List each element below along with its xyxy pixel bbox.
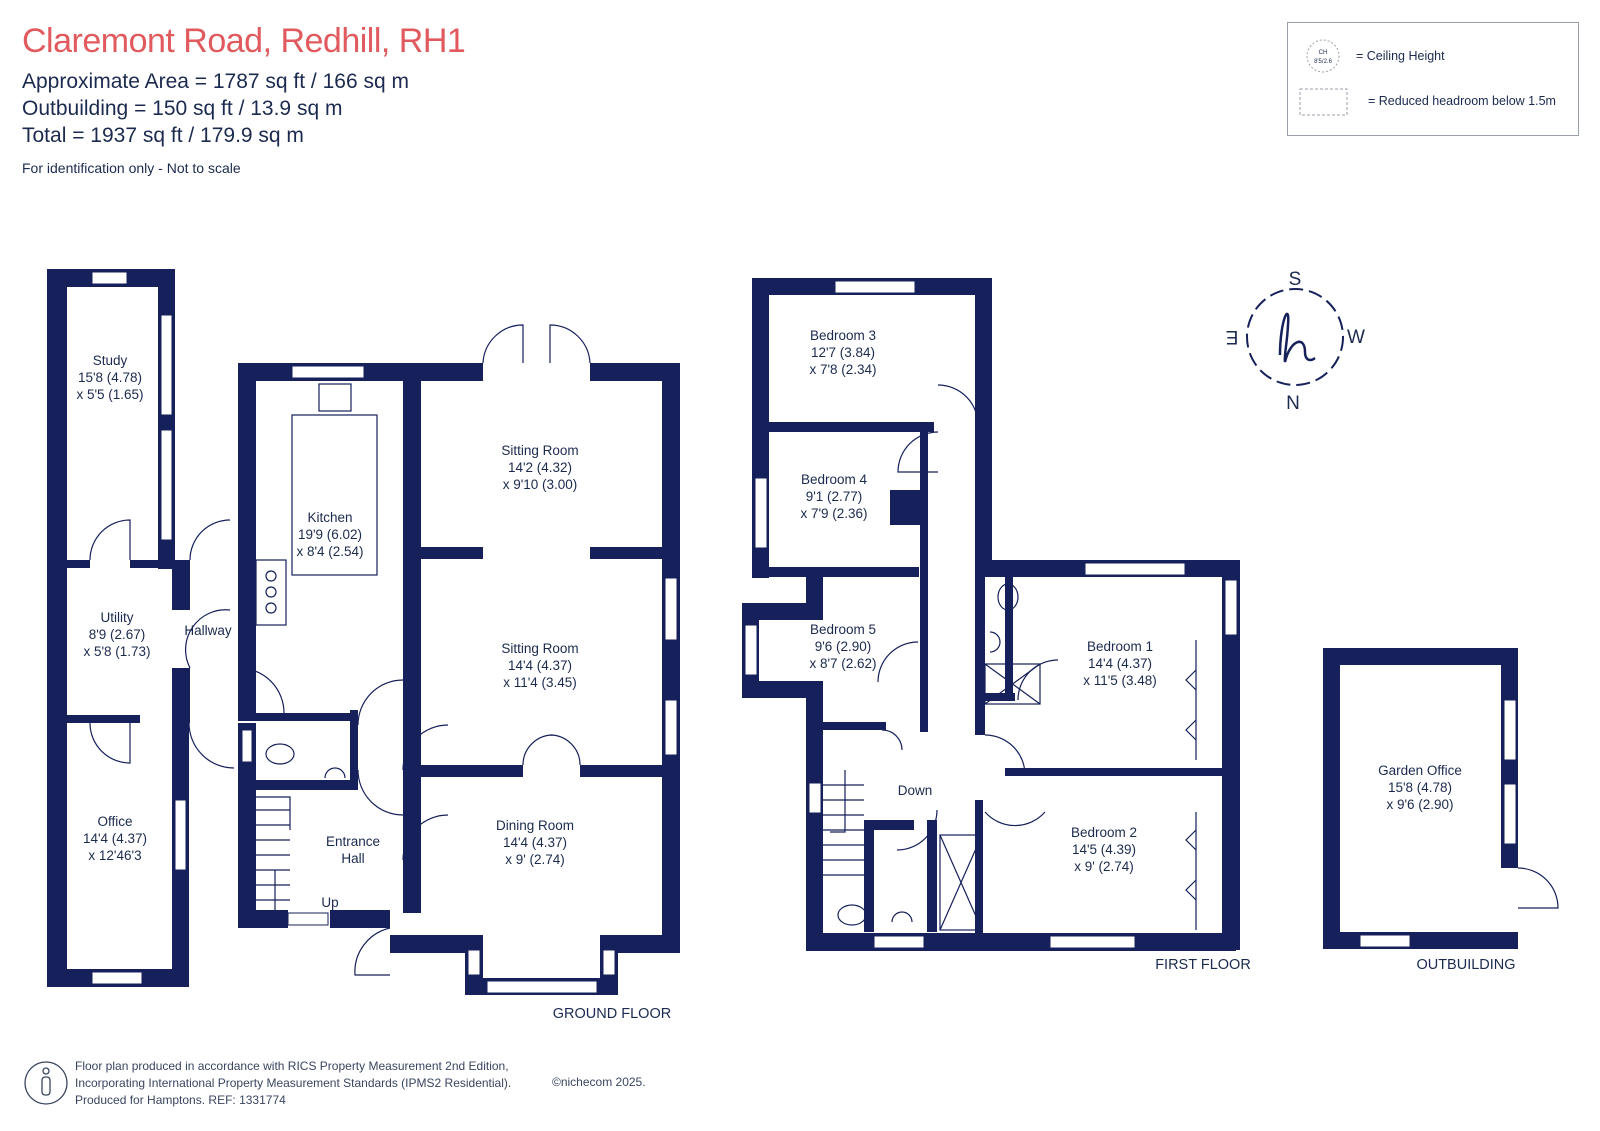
reduced-headroom-icon (1299, 88, 1348, 116)
room-labels: Study 15'8 (4.78) x 5'5 (1.65) Utility 8… (76, 328, 1461, 910)
study-dim-1: 15'8 (4.78) (78, 370, 142, 385)
utility-dim-1: 8'9 (2.67) (89, 627, 146, 642)
bedroom-4-dim-1: 9'1 (2.77) (806, 489, 863, 504)
compass-east: E (1226, 326, 1239, 347)
dining-room-label: Dining Room (496, 818, 574, 833)
dining-room-dim-2: x 9' (2.74) (505, 852, 565, 867)
bedroom-2-dim-1: 14'5 (4.39) (1072, 842, 1136, 857)
outbuilding-area: Outbuilding = 150 sq ft / 13.9 sq m (22, 97, 343, 120)
compass-south: S (1289, 269, 1302, 290)
footer-line-2: Incorporating International Property Mea… (75, 1076, 512, 1090)
compass-icon: S W N E (1226, 269, 1365, 414)
garden-office-label: Garden Office (1378, 763, 1462, 778)
compass-north: N (1286, 393, 1300, 414)
sitting-room-1-dim-1: 14'2 (4.32) (508, 460, 572, 475)
sitting-room-2-dim-1: 14'4 (4.37) (508, 658, 572, 673)
ceiling-icon-top: CH (1319, 50, 1328, 56)
bedroom-1-dim-1: 14'4 (4.37) (1088, 656, 1152, 671)
stairs-down-label: Down (898, 783, 933, 798)
entrance-hall-label-1: Entrance (326, 834, 380, 849)
garden-office-dim-2: x 9'6 (2.90) (1386, 797, 1453, 812)
legend-ceiling-label: = Ceiling Height (1356, 49, 1445, 63)
total-area: Total = 1937 sq ft / 179.9 sq m (22, 124, 304, 147)
floor-labels: GROUND FLOOR FIRST FLOOR OUTBUILDING (553, 957, 1516, 1022)
kitchen-dim-2: x 8'4 (2.54) (296, 544, 363, 559)
person-icon (24, 1061, 68, 1105)
bedroom-3-dim-1: 12'7 (3.84) (811, 345, 875, 360)
stairs-up-label: Up (321, 895, 338, 910)
utility-dim-2: x 5'8 (1.73) (83, 644, 150, 659)
bedroom-3-label: Bedroom 3 (810, 328, 876, 343)
bedroom-4-label: Bedroom 4 (801, 472, 868, 487)
legend-headroom-label: = Reduced headroom below 1.5m (1368, 94, 1556, 108)
compass-west: W (1347, 327, 1365, 348)
bedroom-1-label: Bedroom 1 (1087, 639, 1153, 654)
scale-note: For identification only - Not to scale (22, 160, 241, 176)
study-dim-2: x 5'5 (1.65) (76, 387, 143, 402)
outbuilding-label: OUTBUILDING (1416, 957, 1515, 973)
sitting-room-1-dim-2: x 9'10 (3.00) (503, 477, 578, 492)
garden-office-dim-1: 15'8 (4.78) (1388, 780, 1452, 795)
sitting-room-1-label: Sitting Room (501, 443, 578, 458)
property-title: Claremont Road, Redhill, RH1 (22, 22, 466, 60)
fixtures (89, 324, 1559, 976)
legend: CH 8'5/2.6 = Ceiling Height = Reduced he… (1287, 22, 1579, 136)
copyright: ©nichecom 2025. (552, 1075, 646, 1089)
bedroom-5-dim-1: 9'6 (2.90) (815, 639, 872, 654)
study-label: Study (93, 353, 128, 368)
bedroom-1-dim-2: x 11'5 (3.48) (1083, 673, 1157, 688)
windows (91, 271, 1517, 994)
office-dim-1: 14'4 (4.37) (83, 831, 147, 846)
sitting-room-2-dim-2: x 11'4 (3.45) (503, 675, 577, 690)
first-floor-label: FIRST FLOOR (1155, 957, 1251, 973)
ground-floor-label: GROUND FLOOR (553, 1006, 671, 1022)
bedroom-5-dim-2: x 8'7 (2.62) (809, 656, 876, 671)
footer-line-1: Floor plan produced in accordance with R… (75, 1059, 509, 1073)
office-dim-2: x 12'46'3 (88, 848, 141, 863)
legend-graphics: CH 8'5/2.6 (1299, 39, 1348, 116)
office-label: Office (97, 814, 132, 829)
entrance-hall-label-2: Hall (341, 851, 364, 866)
bedroom-5-label: Bedroom 5 (810, 622, 876, 637)
footer-notes: Floor plan produced in accordance with R… (75, 1058, 511, 1109)
bedroom-2-label: Bedroom 2 (1071, 825, 1137, 840)
ceiling-icon-bottom: 8'5/2.6 (1314, 59, 1332, 65)
bedroom-4-dim-2: x 7'9 (2.36) (800, 506, 867, 521)
approximate-area: Approximate Area = 1787 sq ft / 166 sq m (22, 70, 409, 93)
kitchen-label: Kitchen (307, 510, 352, 525)
dining-room-dim-1: 14'4 (4.37) (503, 835, 567, 850)
footer-line-3: Produced for Hamptons. REF: 1331774 (75, 1093, 286, 1107)
walls (47, 269, 1518, 995)
utility-label: Utility (101, 610, 134, 625)
sitting-room-2-label: Sitting Room (501, 641, 578, 656)
ceiling-height-icon (1306, 39, 1340, 73)
kitchen-dim-1: 19'9 (6.02) (298, 527, 362, 542)
bedroom-2-dim-2: x 9' (2.74) (1074, 859, 1134, 874)
bedroom-3-dim-2: x 7'8 (2.34) (809, 362, 876, 377)
hallway-label: Hallway (184, 623, 232, 638)
